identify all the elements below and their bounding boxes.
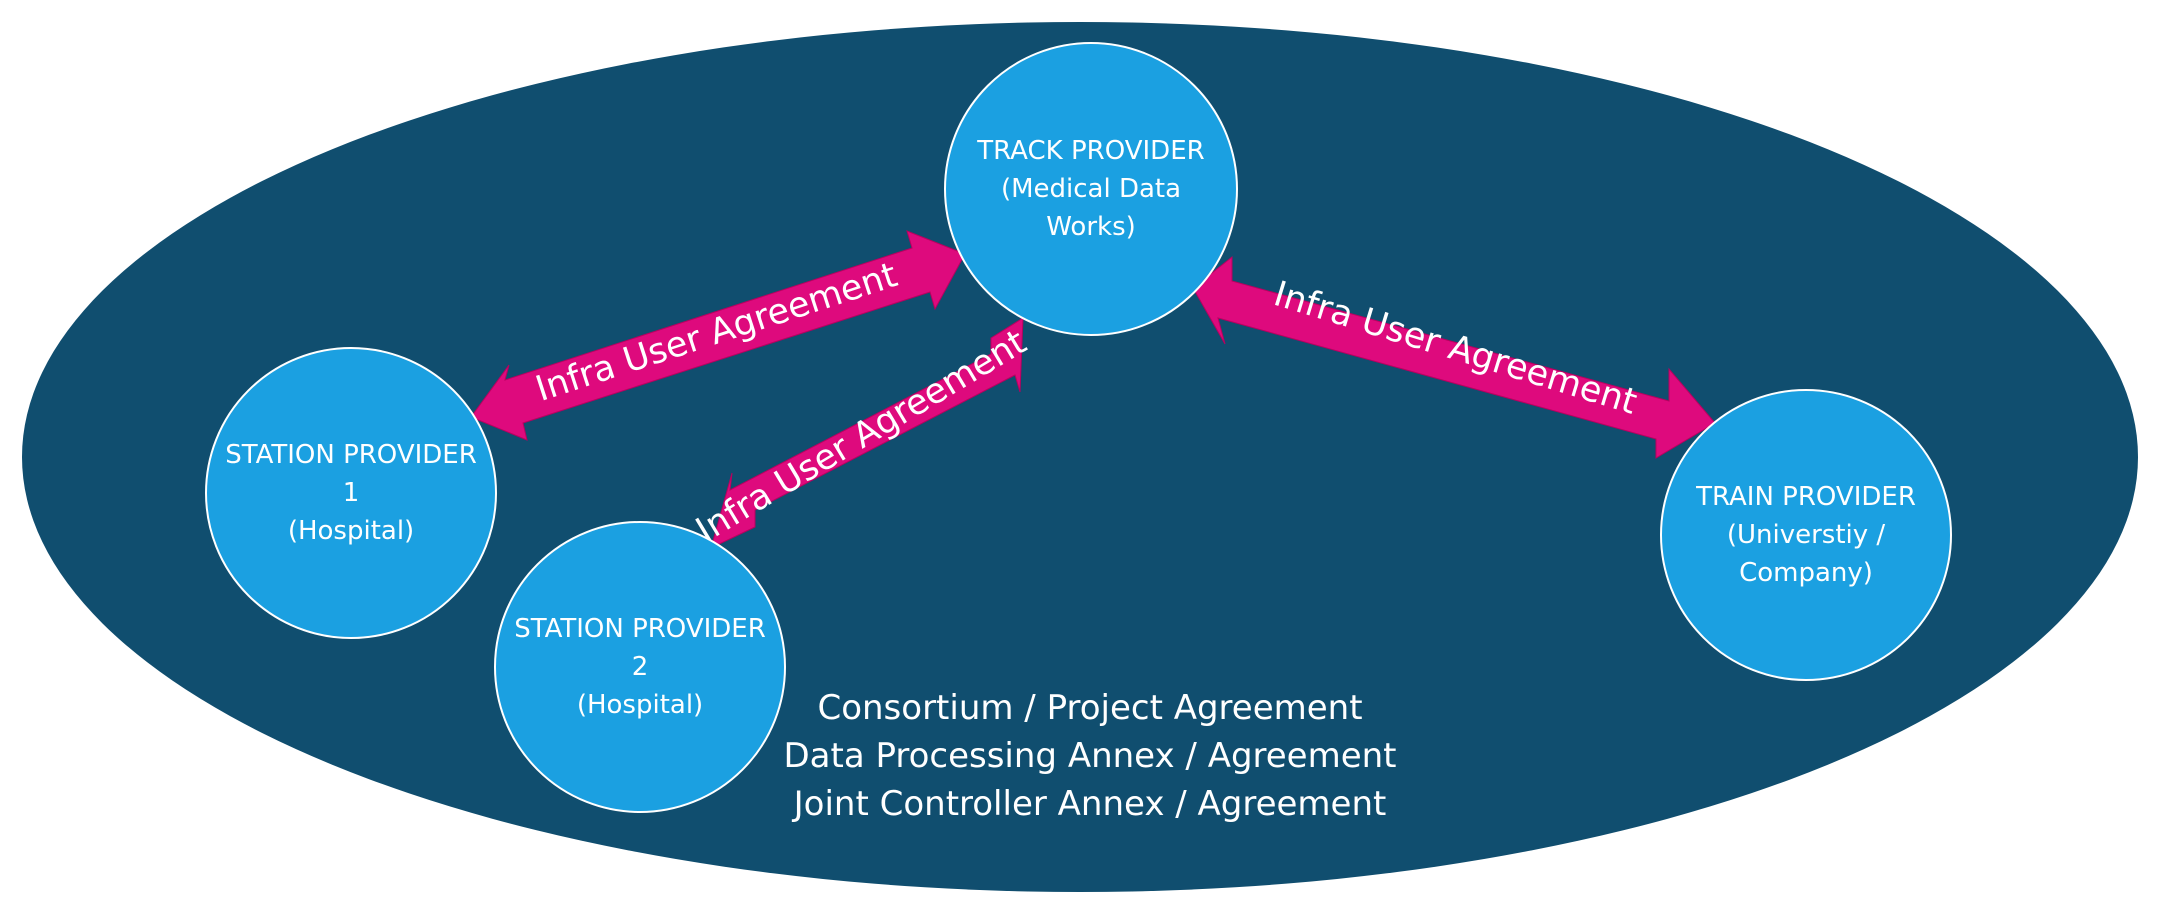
track-provider-subtitle: (Medical Data bbox=[1001, 174, 1181, 204]
agreement-data-processing: Data Processing Annex / Agreement bbox=[783, 736, 1396, 776]
track-provider-title: TRACK PROVIDER bbox=[976, 136, 1204, 166]
node-station-provider-2: STATION PROVIDER 2 (Hospital) bbox=[494, 521, 786, 813]
station-provider-2-circle bbox=[494, 521, 786, 813]
station-provider-1-title: STATION PROVIDER bbox=[225, 440, 477, 470]
agreement-consortium: Consortium / Project Agreement bbox=[817, 688, 1362, 728]
train-provider-subtitle-2: Company) bbox=[1739, 558, 1873, 588]
train-provider-title: TRAIN PROVIDER bbox=[1695, 482, 1916, 512]
track-provider-circle bbox=[944, 42, 1238, 336]
agreement-joint-controller: Joint Controller Annex / Agreement bbox=[792, 784, 1387, 824]
station-provider-1-type: (Hospital) bbox=[288, 516, 414, 546]
track-provider-subtitle-2: Works) bbox=[1046, 212, 1136, 242]
station-provider-2-title: STATION PROVIDER bbox=[514, 614, 766, 644]
node-track-provider: TRACK PROVIDER (Medical Data Works) bbox=[944, 42, 1238, 336]
train-provider-circle bbox=[1660, 389, 1952, 681]
station-provider-1-number: 1 bbox=[343, 478, 360, 508]
train-provider-subtitle: (Universtiy / bbox=[1727, 520, 1886, 550]
node-train-provider: TRAIN PROVIDER (Universtiy / Company) bbox=[1660, 389, 1952, 681]
station-provider-2-type: (Hospital) bbox=[577, 690, 703, 720]
agreements-list: Consortium / Project Agreement Data Proc… bbox=[783, 688, 1396, 824]
station-provider-1-circle bbox=[205, 347, 497, 639]
node-station-provider-1: STATION PROVIDER 1 (Hospital) bbox=[205, 347, 497, 639]
station-provider-2-number: 2 bbox=[632, 652, 649, 682]
